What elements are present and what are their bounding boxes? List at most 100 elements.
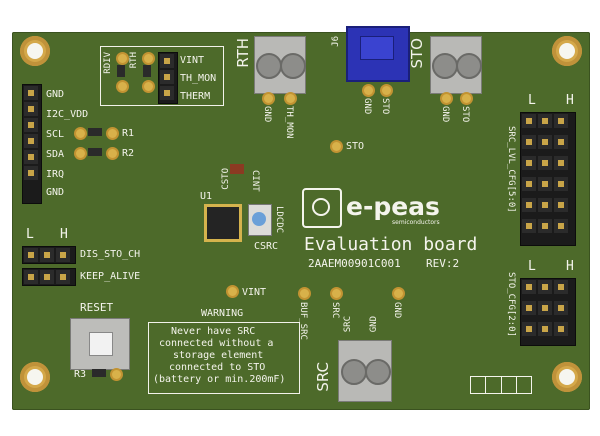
header-label-gnd-2: GND bbox=[46, 187, 65, 198]
resistor-r2 bbox=[88, 148, 102, 156]
test-point-src bbox=[330, 287, 343, 300]
test-point-buf-src bbox=[298, 287, 311, 300]
header-label-sda: SDA bbox=[46, 149, 65, 160]
label-ldcdc: LDCDC bbox=[274, 206, 284, 234]
label-rth-connector: RTH bbox=[234, 38, 252, 68]
label-sto-cfg: STO_CFG[2:0] bbox=[506, 272, 516, 338]
marking-boxes bbox=[470, 376, 532, 394]
board-revision: REV:2 bbox=[426, 257, 460, 270]
sto-cfg-header bbox=[520, 278, 576, 346]
label-src-pin: SRC bbox=[343, 316, 353, 333]
label-r3: R3 bbox=[74, 369, 87, 380]
label-src-tp: SRC bbox=[330, 302, 340, 319]
label-buf-src: BUF_SRC bbox=[298, 302, 308, 340]
chip-u1 bbox=[204, 204, 242, 242]
e-peas-logo-icon bbox=[302, 188, 342, 228]
test-point-gnd bbox=[392, 287, 405, 300]
warning-line: storage element bbox=[173, 350, 264, 361]
label-rth-small: RTH bbox=[129, 52, 139, 69]
label-dis-sto-ch: DIS_STO_CH bbox=[80, 249, 141, 260]
sto-terminal-block bbox=[430, 36, 482, 94]
warning-line: (battery or min.200mF) bbox=[153, 374, 286, 385]
brand-name: e-peas bbox=[346, 192, 440, 221]
pad bbox=[74, 147, 87, 160]
src-lvl-cfg-header bbox=[520, 112, 576, 246]
label-gnd-tp: GND bbox=[392, 302, 402, 319]
pad bbox=[116, 80, 129, 93]
label-rdiv: RDIV bbox=[103, 52, 113, 74]
pcb-board: GND I2C_VDD SCL SDA IRQ GND R1 R2 L H DI… bbox=[12, 26, 590, 410]
label-h: H bbox=[60, 227, 68, 242]
mounting-hole bbox=[20, 362, 50, 392]
test-point-vint bbox=[226, 285, 239, 298]
test-point-sto bbox=[330, 140, 343, 153]
label-therm: THERM bbox=[180, 91, 211, 102]
board-part-number: 2AAEM00901C001 bbox=[308, 257, 401, 270]
resistor-r3 bbox=[92, 369, 106, 377]
label-gnd-pin: GND bbox=[369, 316, 379, 333]
label-cfg-l: L bbox=[528, 93, 536, 108]
resistor-rth bbox=[143, 65, 151, 77]
label-u1: U1 bbox=[200, 191, 213, 202]
pad bbox=[142, 80, 155, 93]
label-keep-alive: KEEP_ALIVE bbox=[80, 271, 141, 282]
pad bbox=[116, 52, 129, 65]
left-pin-header bbox=[22, 84, 42, 204]
resistor-r1 bbox=[88, 128, 102, 136]
pad bbox=[74, 127, 87, 140]
capacitor-csto bbox=[230, 164, 244, 174]
label-sto-connector: STO bbox=[408, 38, 426, 69]
pad bbox=[142, 52, 155, 65]
pad bbox=[460, 92, 473, 105]
label-tp-vint: VINT bbox=[242, 287, 267, 298]
src-terminal-block bbox=[338, 340, 392, 402]
label-cfg-h-2: H bbox=[566, 259, 574, 274]
header-label-i2c-vdd: I2C_VDD bbox=[46, 109, 89, 120]
label-r2: R2 bbox=[122, 148, 135, 159]
pad bbox=[362, 84, 375, 97]
label-sto-sto: STO bbox=[460, 106, 470, 123]
pad bbox=[106, 127, 119, 140]
label-j6: J6 bbox=[331, 36, 341, 47]
pad bbox=[440, 92, 453, 105]
label-rth-gnd: GND bbox=[262, 106, 272, 123]
label-csrc: CSRC bbox=[254, 241, 279, 252]
rth-jumper-header bbox=[158, 52, 178, 104]
label-sto-gnd: GND bbox=[440, 106, 450, 123]
mounting-hole bbox=[552, 36, 582, 66]
pad bbox=[106, 147, 119, 160]
dis-sto-ch-header bbox=[22, 246, 76, 264]
board-title: Evaluation board bbox=[304, 234, 478, 255]
label-vint: VINT bbox=[180, 55, 205, 66]
keep-alive-header bbox=[22, 268, 76, 286]
label-cfg-h: H bbox=[566, 93, 574, 108]
label-cint: CINT bbox=[250, 170, 260, 192]
header-label-scl: SCL bbox=[46, 129, 65, 140]
warning-line: Never have SRC bbox=[171, 326, 256, 337]
warning-title: WARNING bbox=[201, 308, 244, 319]
brand-tagline: semiconductors bbox=[392, 219, 440, 226]
pad bbox=[284, 92, 297, 105]
label-th-mon: TH_MON bbox=[180, 73, 217, 84]
label-reset: RESET bbox=[80, 301, 114, 314]
pad bbox=[380, 84, 393, 97]
pad bbox=[110, 368, 123, 381]
inductor-ldcdc bbox=[248, 204, 272, 236]
label-csto: CSTO bbox=[221, 168, 231, 190]
label-src-lvl-cfg: SRC_LVL_CFG[5:0] bbox=[506, 126, 516, 213]
warning-line: connected to STO bbox=[169, 362, 266, 373]
label-l: L bbox=[26, 227, 34, 242]
resistor-rdiv bbox=[117, 65, 125, 77]
warning-line: connected without a bbox=[159, 338, 274, 349]
label-r1: R1 bbox=[122, 128, 135, 139]
rth-terminal-block bbox=[254, 36, 306, 94]
header-label-gnd: GND bbox=[46, 89, 65, 100]
header-label-irq: IRQ bbox=[46, 169, 65, 180]
label-rth-th-mon: TH_MON bbox=[284, 106, 294, 139]
label-j6-gnd: GND bbox=[362, 98, 372, 115]
reset-button[interactable] bbox=[70, 318, 130, 370]
pad bbox=[262, 92, 275, 105]
label-cfg-l-2: L bbox=[528, 259, 536, 274]
label-j6-sto: STO bbox=[380, 98, 390, 115]
